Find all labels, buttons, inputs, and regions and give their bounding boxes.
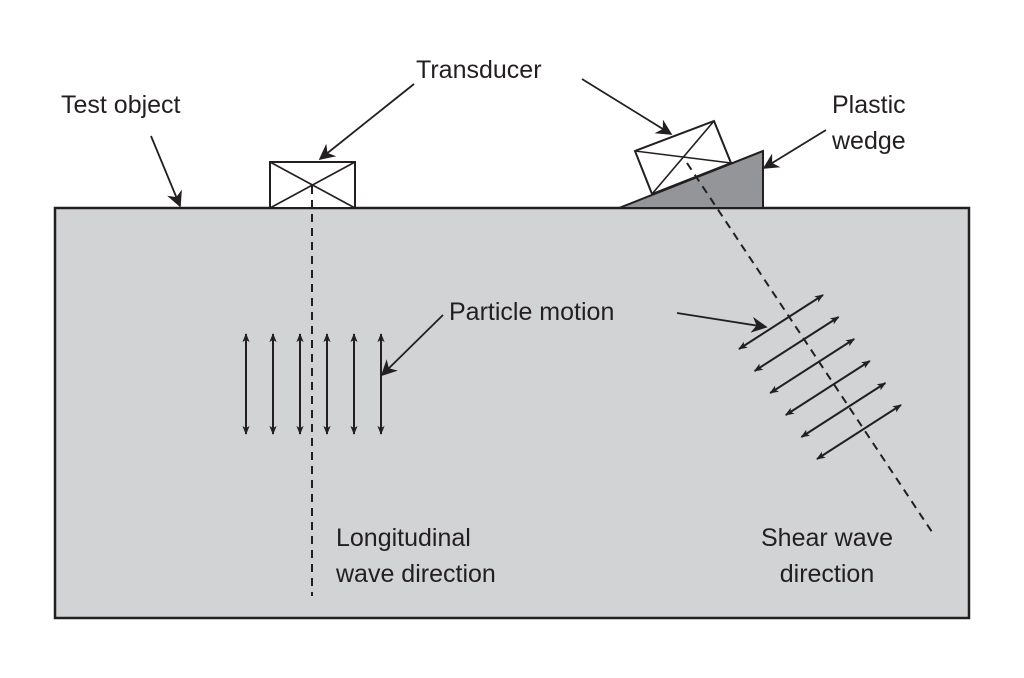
longitudinal-label-line2: wave direction	[335, 560, 496, 588]
shear-particle-motion	[738, 294, 902, 460]
shear-label-line1: Shear wave	[761, 524, 893, 552]
particle-motion-leader-arrow-right	[676, 312, 768, 333]
plastic-wedge-leader-arrow	[762, 129, 827, 169]
longitudinal-particle-motion	[242, 333, 385, 435]
transducer-leader-arrow-left	[318, 83, 415, 160]
plastic-wedge-label-line1: Plastic	[832, 91, 906, 119]
plastic-wedge-label-line2: wedge	[831, 127, 906, 155]
shear-label-line2: direction	[780, 560, 875, 588]
particle-motion-label: Particle motion	[449, 298, 614, 326]
transducer-label: Transducer	[416, 56, 542, 84]
shear-wave-direction-line	[686, 162, 935, 536]
shear-particle-arrow	[816, 404, 902, 460]
angled-transducer	[633, 119, 733, 196]
test-object-leader-arrow	[150, 135, 182, 208]
longitudinal-label-line1: Longitudinal	[336, 524, 471, 552]
test-object-label: Test object	[61, 91, 181, 119]
test-object-block	[53, 206, 971, 620]
particle-motion-leader-arrow-left	[380, 314, 444, 377]
transducer-leader-arrow-right	[581, 78, 673, 135]
